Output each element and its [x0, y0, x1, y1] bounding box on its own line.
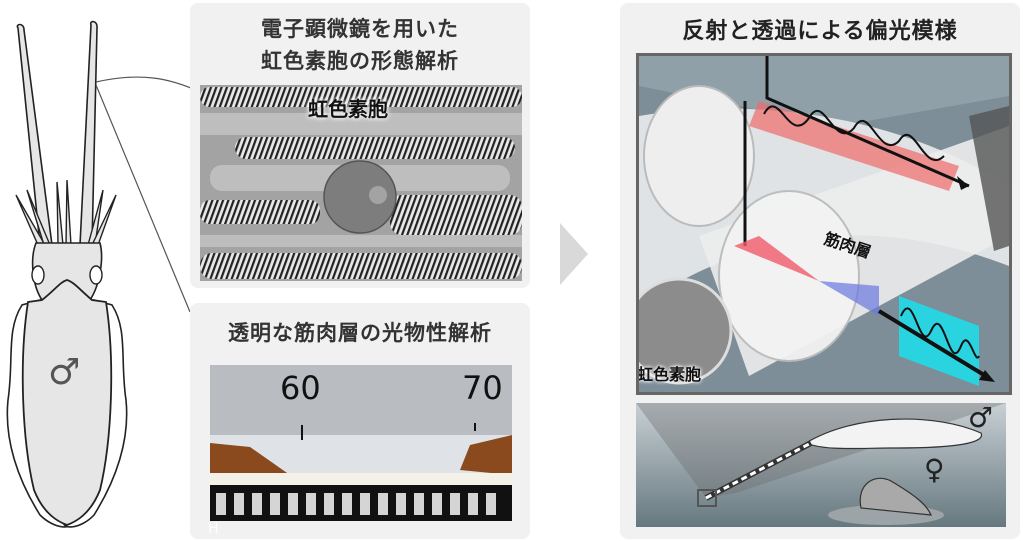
polarization-panel: 反射と透過による偏光模様 筋肉層 虹色素胞 — [620, 3, 1020, 539]
em-analysis-panel: 電子顕微鏡を用いた 虹色素胞の形態解析 虹色素胞 — [190, 3, 530, 288]
flow-arrow-icon — [560, 223, 590, 285]
em-micrograph: 虹色素胞 — [200, 85, 522, 281]
polarization-panel-title: 反射と透過による偏光模様 — [682, 19, 958, 44]
polarization-scene: 筋肉層 虹色素胞 — [636, 53, 1012, 395]
optical-analysis-panel: 透明な筋肉層の光物性解析 60 70 H — [190, 303, 530, 539]
male-symbol-scene: ♂ — [968, 403, 994, 434]
ruler-label-60: 60 — [280, 369, 321, 407]
corner-mark: H — [208, 521, 219, 537]
muscle-photo-with-ruler: 60 70 — [210, 365, 512, 521]
ruler-label-70: 70 — [462, 369, 503, 407]
male-symbol: ♂ — [48, 352, 81, 393]
female-symbol-scene: ♀ — [924, 453, 945, 486]
em-panel-title-line1: 電子顕微鏡を用いた — [261, 17, 459, 41]
iridophore-label-inset: 虹色素胞 — [637, 365, 702, 384]
optics-panel-title: 透明な筋肉層の光物性解析 — [228, 321, 492, 345]
iridophore-label-em: 虹色素胞 — [308, 97, 388, 121]
cuttlefish-illustration: ♂ — [0, 0, 200, 541]
cuttlefish-courtship-scene: ♂ ♀ — [636, 403, 1006, 527]
em-panel-title-line2: 虹色素胞の形態解析 — [261, 49, 459, 73]
